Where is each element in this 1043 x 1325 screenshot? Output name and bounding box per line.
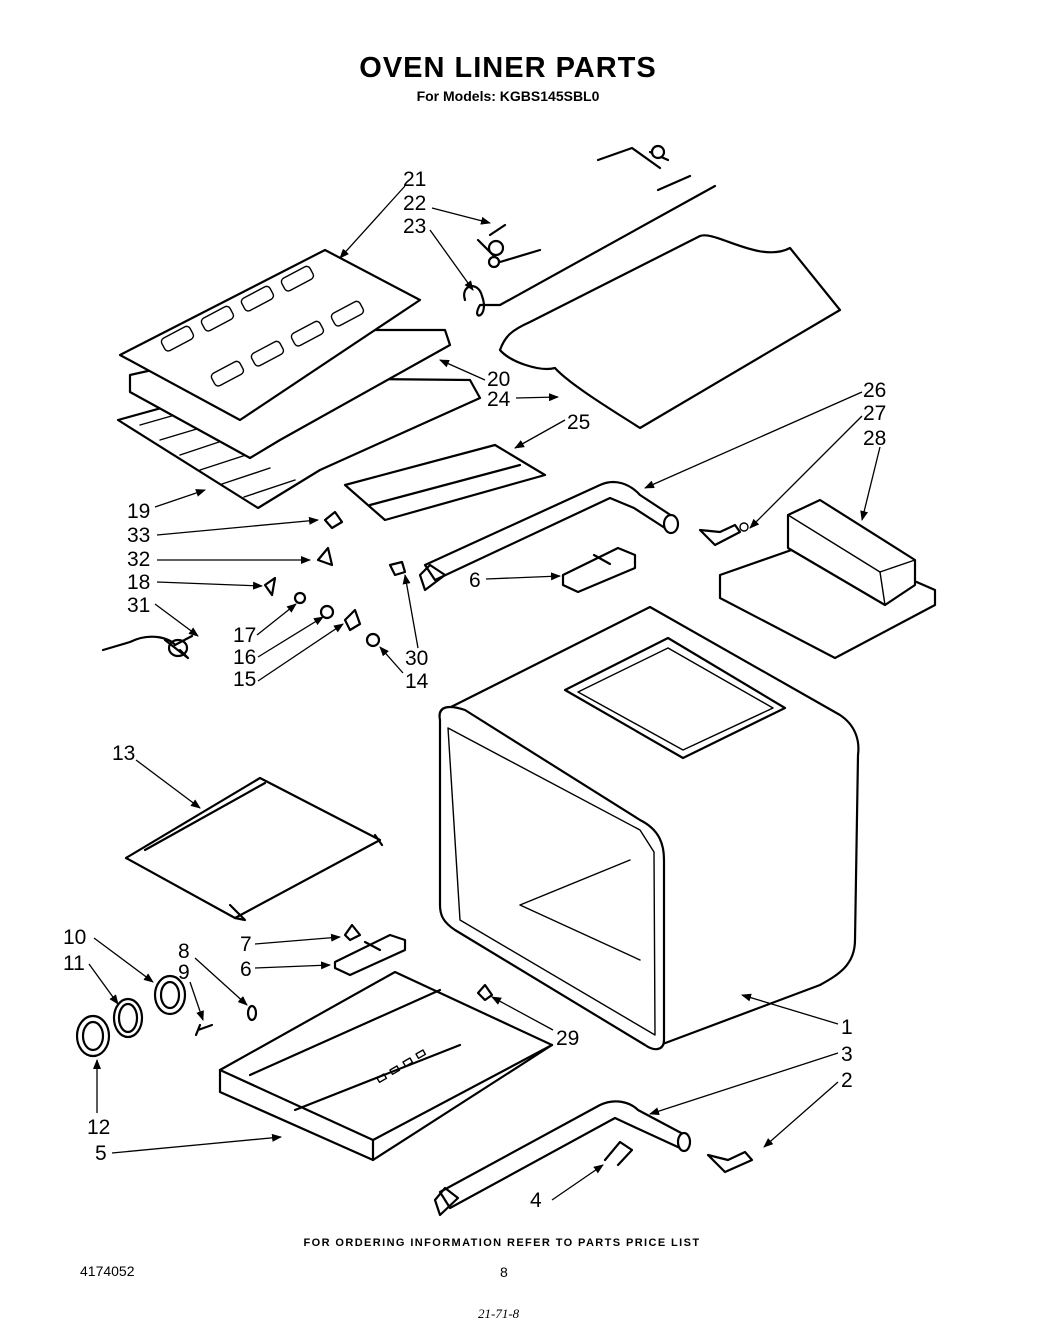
callout-2: 2 [841, 1069, 853, 1092]
broil-pan-grid [116, 248, 482, 510]
callout-8: 8 [178, 940, 190, 963]
callout-leaders [88, 185, 881, 1201]
callout-19: 19 [127, 500, 150, 523]
callout-labels: 21 22 23 20 24 25 26 27 28 19 33 32 18 3… [63, 168, 886, 1212]
spreader-lower [333, 923, 407, 977]
document-number: 4174052 [80, 1263, 135, 1279]
callout-3: 3 [841, 1043, 853, 1066]
small-hardware [101, 510, 407, 660]
callout-7: 7 [240, 933, 252, 956]
callout-12: 12 [87, 1116, 110, 1139]
callout-6-lower: 6 [240, 958, 252, 981]
callout-5: 5 [95, 1142, 107, 1165]
callout-33: 33 [127, 524, 150, 547]
spreader-upper [561, 546, 637, 594]
callout-14: 14 [405, 670, 429, 693]
broil-element [463, 144, 842, 430]
callout-30: 30 [405, 647, 428, 670]
callout-17: 17 [233, 624, 256, 647]
callout-22: 22 [403, 192, 426, 215]
callout-1: 1 [841, 1016, 853, 1039]
burner-upper [418, 480, 749, 592]
model-subtitle: For Models: KGBS145SBL0 [416, 88, 600, 104]
ordering-note: FOR ORDERING INFORMATION REFER TO PARTS … [303, 1237, 701, 1249]
callout-10: 10 [63, 926, 86, 949]
oven-cavity [438, 605, 860, 1051]
callout-20: 20 [487, 368, 510, 391]
callout-23: 23 [403, 215, 426, 238]
callout-28: 28 [863, 427, 886, 450]
bottom-pan [218, 970, 554, 1162]
callout-31: 31 [127, 594, 150, 617]
callout-25: 25 [567, 411, 590, 434]
page-title: OVEN LINER PARTS [359, 52, 657, 84]
callout-26: 26 [863, 379, 886, 402]
burner-rings [75, 974, 494, 1058]
callout-29: 29 [556, 1027, 579, 1050]
callout-6-upper: 6 [469, 569, 481, 592]
callout-27: 27 [863, 402, 886, 425]
callout-11: 11 [63, 952, 85, 975]
callout-16: 16 [233, 646, 256, 669]
broil-shelf [124, 776, 384, 922]
callout-15: 15 [233, 668, 256, 691]
baffle [343, 443, 547, 522]
callout-32: 32 [127, 548, 150, 571]
callout-21: 21 [403, 168, 426, 191]
callout-9: 9 [178, 961, 190, 984]
burner-lower [433, 1100, 754, 1217]
callout-4: 4 [530, 1189, 542, 1212]
callout-13: 13 [112, 742, 135, 765]
page-number: 8 [500, 1264, 508, 1280]
callout-18: 18 [127, 571, 150, 594]
callout-24: 24 [487, 388, 511, 411]
burner-box [718, 498, 937, 660]
handwritten-note: 21-71-8 [478, 1306, 520, 1321]
